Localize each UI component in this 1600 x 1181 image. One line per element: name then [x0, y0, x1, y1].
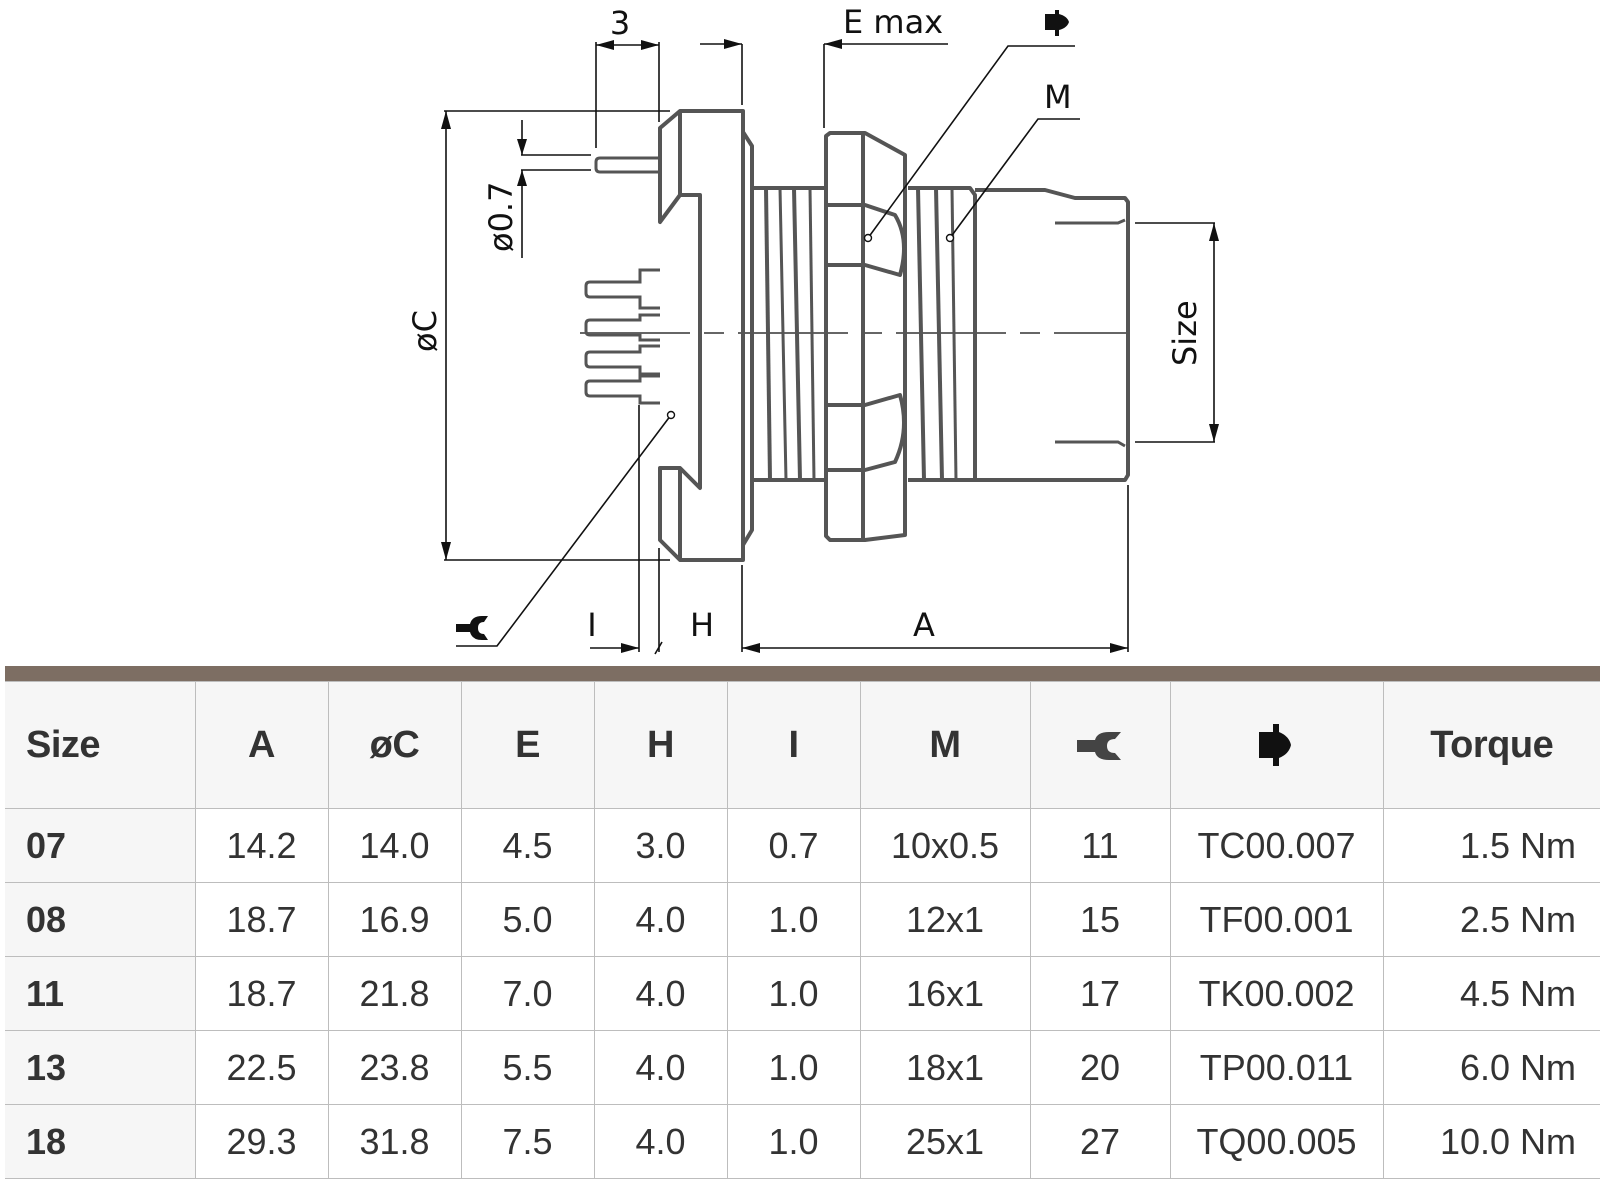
cell-torque: 6.0 Nm: [1382, 1030, 1600, 1105]
cell-a: 18.7: [194, 882, 329, 957]
cell-m: 18x1: [859, 1030, 1031, 1105]
front-sleeve: [908, 186, 1130, 482]
cell-a: 22.5: [194, 1030, 329, 1105]
label-size: Size: [1166, 300, 1204, 366]
hex-nut: [824, 131, 907, 542]
cell-m: 12x1: [859, 882, 1031, 957]
cell-size: 07: [5, 808, 196, 883]
cell-torque: 2.5 Nm: [1382, 882, 1600, 957]
cell-h: 3.0: [593, 808, 728, 883]
cell-wrench-size: 27: [1029, 1104, 1171, 1179]
header-diameter-c: øC: [327, 681, 462, 809]
cell-diameter-c: 21.8: [327, 956, 462, 1031]
cell-nut-tool: TF00.001: [1169, 882, 1384, 957]
cell-e: 5.5: [460, 1030, 595, 1105]
dim-pin-diameter: ø0.7: [482, 120, 591, 258]
cell-e: 7.0: [460, 956, 595, 1031]
table-header-band: [5, 666, 1600, 681]
header-size: Size: [5, 681, 196, 809]
rear-flange: [658, 109, 754, 562]
cell-size: 13: [5, 1030, 196, 1105]
cell-diameter-c: 14.0: [327, 808, 462, 883]
cell-wrench-size: 11: [1029, 808, 1171, 883]
header-a: A: [194, 681, 329, 809]
dim-diameter-c: øC: [406, 110, 670, 561]
label-i: I: [587, 606, 596, 644]
cell-a: 18.7: [194, 956, 329, 1031]
dim-e-max: E max: [700, 3, 948, 128]
header-torque: Torque: [1382, 681, 1600, 809]
label-pin-length: 3: [610, 4, 630, 42]
cell-torque: 10.0 Nm: [1382, 1104, 1600, 1179]
cell-size: 08: [5, 882, 196, 957]
cell-a: 29.3: [194, 1104, 329, 1179]
dim-bottom: I H A: [587, 405, 1129, 655]
cell-e: 7.5: [460, 1104, 595, 1179]
cell-m: 25x1: [859, 1104, 1031, 1179]
connector-drawing: 3 E max M ø0.7 øC: [406, 3, 1219, 655]
cell-e: 4.5: [460, 808, 595, 883]
cell-diameter-c: 16.9: [327, 882, 462, 957]
cell-torque: 4.5 Nm: [1382, 956, 1600, 1031]
cell-diameter-c: 31.8: [327, 1104, 462, 1179]
label-h: H: [690, 606, 714, 644]
cell-m: 16x1: [859, 956, 1031, 1031]
header-wrench: [1029, 681, 1171, 809]
cell-i: 0.7: [726, 808, 861, 883]
dim-size: Size: [1135, 222, 1219, 443]
nut-tool-icon: [1045, 10, 1069, 36]
cell-h: 4.0: [593, 1104, 728, 1179]
cell-nut-tool: TQ00.005: [1169, 1104, 1384, 1179]
cell-i: 1.0: [726, 1104, 861, 1179]
cell-wrench-size: 15: [1029, 882, 1171, 957]
cell-size: 11: [5, 956, 196, 1031]
cell-i: 1.0: [726, 1030, 861, 1105]
cell-h: 4.0: [593, 882, 728, 957]
header-nut-tool: [1169, 681, 1384, 809]
dim-pin-length: 3: [595, 4, 660, 148]
header-i: I: [726, 681, 861, 809]
label-pin-diameter: ø0.7: [482, 182, 520, 252]
header-h: H: [593, 681, 728, 809]
cell-nut-tool: TK00.002: [1169, 956, 1384, 1031]
cell-size: 18: [5, 1104, 196, 1179]
cell-h: 4.0: [593, 956, 728, 1031]
cell-wrench-size: 17: [1029, 956, 1171, 1031]
label-m: M: [1044, 78, 1072, 116]
cell-nut-tool: TP00.011: [1169, 1030, 1384, 1105]
pins: [584, 156, 660, 405]
cell-diameter-c: 23.8: [327, 1030, 462, 1105]
cell-i: 1.0: [726, 882, 861, 957]
cell-m: 10x0.5: [859, 808, 1031, 883]
cell-i: 1.0: [726, 956, 861, 1031]
label-e-max: E max: [843, 3, 943, 41]
wrench-icon: [456, 616, 488, 640]
wrench-icon: [1077, 732, 1121, 761]
table-header-row: Size A øC E H I M Torque: [5, 681, 1600, 809]
cell-torque: 1.5 Nm: [1382, 808, 1600, 883]
cell-e: 5.0: [460, 882, 595, 957]
label-diameter-c: øC: [406, 310, 444, 352]
leader-lines: [456, 45, 1080, 647]
nut-tool-icon: [1258, 724, 1291, 766]
header-m: M: [859, 681, 1031, 809]
cell-wrench-size: 20: [1029, 1030, 1171, 1105]
cell-a: 14.2: [194, 808, 329, 883]
label-a: A: [913, 606, 935, 644]
cell-h: 4.0: [593, 1030, 728, 1105]
cell-nut-tool: TC00.007: [1169, 808, 1384, 883]
header-e: E: [460, 681, 595, 809]
